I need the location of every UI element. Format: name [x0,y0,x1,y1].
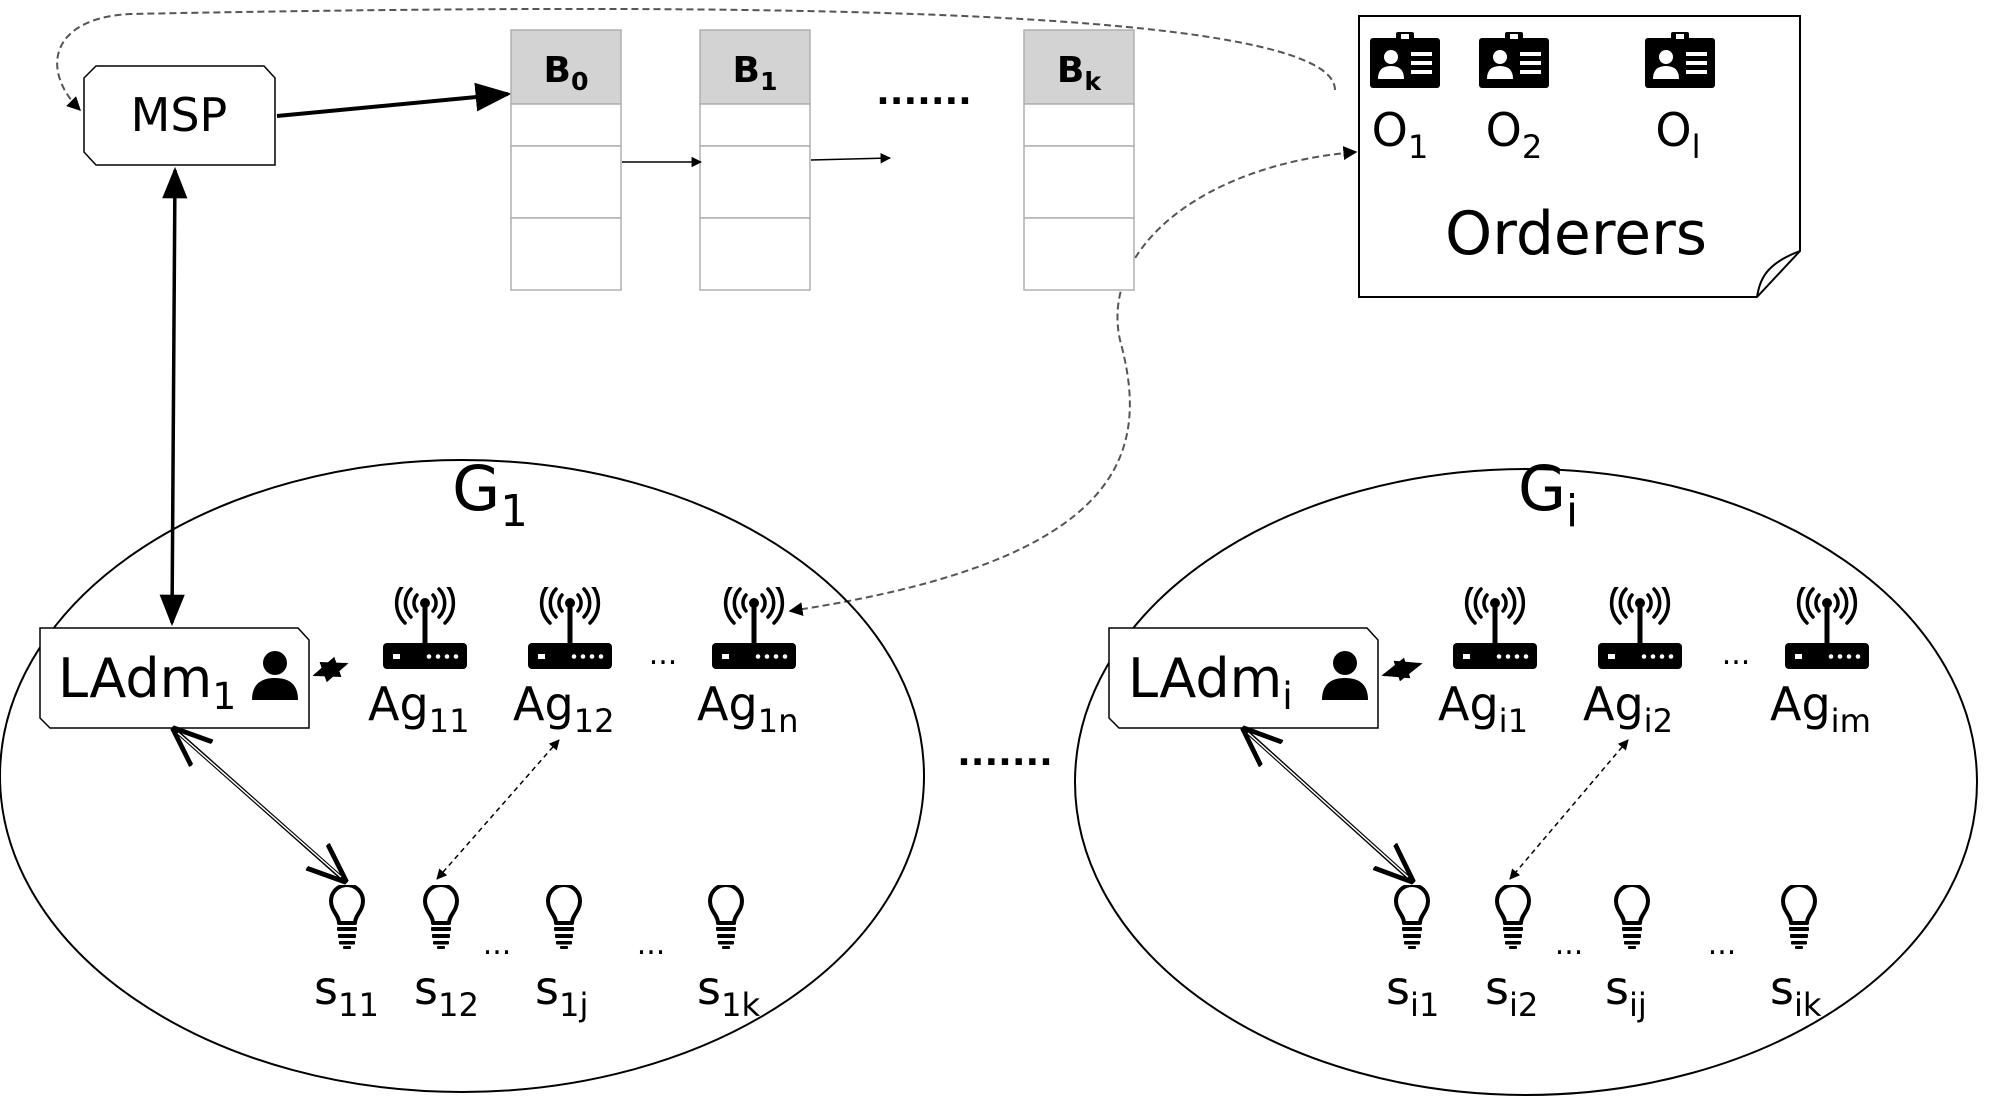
sensor-ij-lightbulb-icon [1614,885,1650,949]
sensor-i1-lightbulb-icon [1394,885,1430,949]
sensors-1-ellipsis-b: ... [637,927,666,962]
msp-node: MSP [83,65,276,166]
block-k-label: Bk [1057,50,1102,96]
group-i-boundary [1074,468,1978,1096]
sensor-ik-lightbulb-icon [1781,885,1817,949]
block-0-label: B0 [544,50,589,96]
ladm-i-sensor-arrow-inner [1247,732,1409,878]
orderer-to-msp-dashed-arrow [56,7,1336,111]
agents-1-ellipsis: ... [649,637,678,672]
sensor-1j-label: s1j [535,961,588,1024]
orderer-l-label: Ol [1655,103,1700,166]
agent-i1-router-icon [1453,587,1537,671]
sensor-ik-label: sik [1770,961,1822,1024]
agent-1n-label: Ag1n [697,677,799,740]
orderer-l-id-card-icon [1645,32,1715,88]
agent-1n-router-icon [712,587,796,671]
sensor-1k-lightbulb-icon [708,885,744,949]
block-1-label: B1 [733,50,778,96]
sensors-i-ellipsis-a: ... [1555,927,1584,962]
block-0: B0 [510,29,622,291]
orderer-2-id-card-icon [1479,32,1549,88]
sensor-1k-label: s1k [697,961,760,1024]
agent-i2-label: Agi2 [1583,677,1673,740]
group-i: Gi LAdmi Agi1 Agi2 Agim ... ... ... si1 … [1074,452,1978,1096]
blocks-ellipsis: ....... [876,72,972,113]
sensor-i1-label: si1 [1386,961,1439,1024]
sensor-i2-lightbulb-icon [1495,885,1531,949]
ladm-1-label: LAdm1 [58,647,236,718]
sensor-i2-label: si2 [1485,961,1538,1024]
group-i-title: Gi [1518,452,1578,537]
group-1-title: G1 [452,452,528,537]
block-1: B1 [699,29,811,291]
orderer-1-id-card-icon [1370,32,1440,88]
sensor-12-label: s12 [414,961,479,1024]
agents-i-ellipsis: ... [1722,637,1751,672]
sensors-1-ellipsis-a: ... [483,927,512,962]
orderer-2-label: O2 [1486,103,1543,166]
orderers-box-folded-corner [1756,250,1801,298]
block1-to-next-arrow [810,152,892,164]
msp-to-block0-arrow [276,82,512,118]
ladm-i-agent-arrow [1381,657,1423,682]
sensor-ij-label: sij [1605,961,1647,1024]
msp-box [83,65,276,166]
group-1-boundary [0,459,925,1093]
agent-12-sensor-dashed-arrow [436,739,560,880]
sensor-11-lightbulb-icon [329,885,365,949]
orderers-title: Orderers [1445,199,1707,269]
ladm-i-label: LAdmi [1128,647,1293,718]
agent-12-label: Ag12 [513,677,615,740]
msp-label: MSP [131,88,228,142]
block-k: Bk [1023,29,1135,291]
agent-im-label: Agim [1770,677,1871,740]
sensor-11-label: s11 [314,961,379,1024]
agent-i1-label: Agi1 [1438,677,1528,740]
agent-i2-router-icon [1598,587,1682,671]
sensor-12-lightbulb-icon [423,885,459,949]
agent-11-router-icon [383,587,467,671]
sensor-1j-lightbulb-icon [546,885,582,949]
ladm-1-sensor-arrow-inner [177,732,342,878]
ladm-1-agent-arrow [312,656,349,683]
agent-11-label: Ag11 [368,677,470,740]
blockchain: B0 B1 Bk ....... [510,29,1135,291]
groups-ellipsis: ....... [957,733,1053,774]
msp-ladm1-arrow [159,166,188,627]
group-1: G1 LAdm1 Ag11 Ag12 Ag1n ... ... ... s11 … [0,452,925,1093]
agent-i2-sensor-dashed-arrow [1509,739,1629,880]
agent-12-router-icon [528,587,612,671]
orderer-1-label: O1 [1372,103,1429,166]
orderers-node: O1 O2 Ol Orderers [1358,15,1801,298]
sensors-i-ellipsis-b: ... [1708,927,1737,962]
agent-im-router-icon [1785,587,1869,671]
